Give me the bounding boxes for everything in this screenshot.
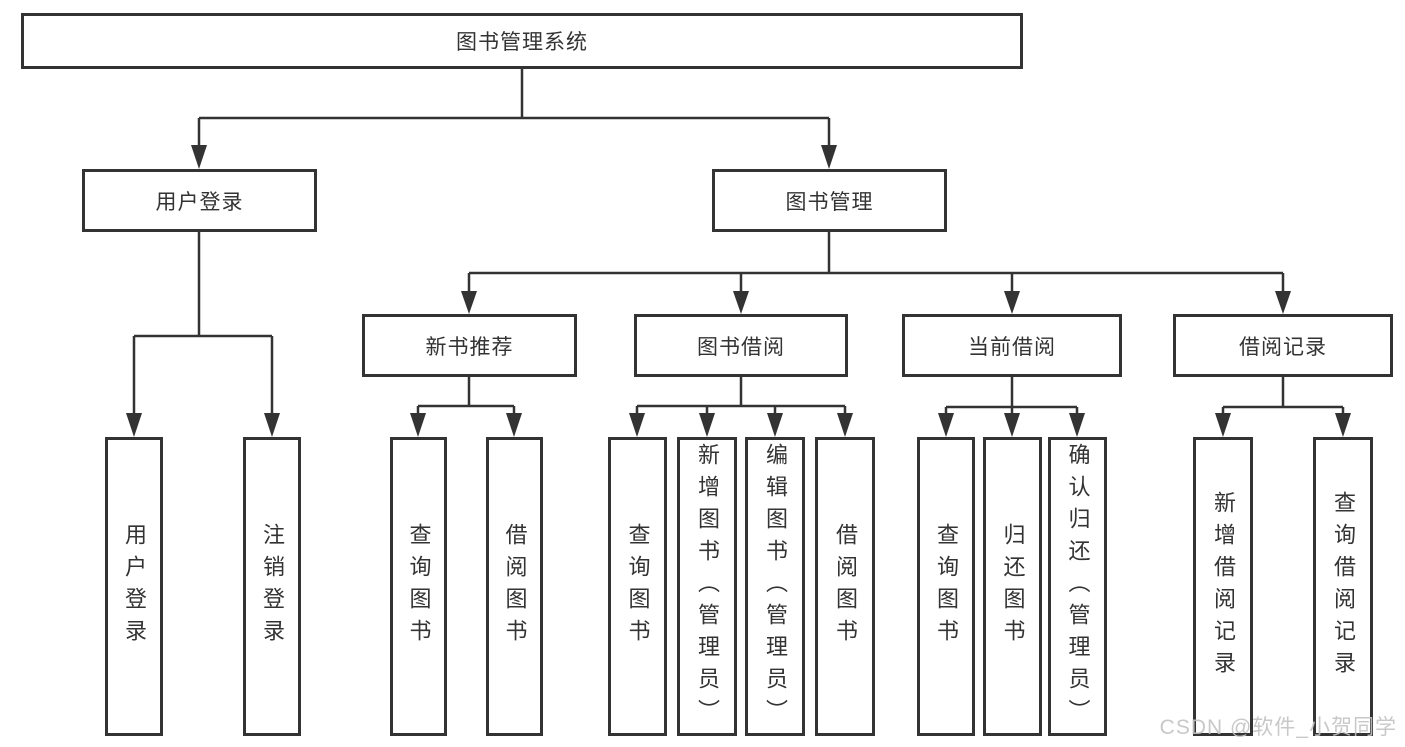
leaf-edit-books-admin: 编辑图书（管理员） [745, 437, 805, 736]
connector-bookmgmt-to-level3 [467, 232, 1285, 291]
arrowhead [264, 413, 280, 437]
leaf-label: 新增图书（管理员） [695, 442, 720, 731]
arrowhead [1004, 413, 1020, 437]
node-label: 用户登录 [155, 190, 244, 214]
connector-currentborrow-group [944, 377, 1079, 414]
leaf-logout: 注销登录 [243, 437, 301, 736]
arrowhead [1275, 291, 1291, 314]
leaf-label: 注销登录 [260, 522, 285, 651]
arrowhead [629, 413, 645, 437]
leaf-label: 借阅图书 [833, 522, 858, 651]
leaf-recommend-query-books: 查询图书 [390, 437, 447, 736]
node-label: 当前借阅 [968, 335, 1056, 359]
connector-root-to-level2 [197, 69, 831, 146]
connector-borrowrecords-group [1221, 377, 1345, 414]
arrowhead [461, 291, 477, 314]
node-label: 图书借阅 [697, 335, 785, 359]
node-new-book-recommendation: 新书推荐 [362, 314, 577, 377]
leaf-label: 编辑图书（管理员） [763, 442, 788, 731]
node-book-management: 图书管理 [712, 169, 947, 232]
arrowhead [191, 145, 207, 169]
node-user-login: 用户登录 [82, 169, 317, 232]
leaf-label: 借阅图书 [502, 522, 528, 651]
leaf-borrow-books: 借阅图书 [815, 437, 875, 736]
node-label: 借阅记录 [1239, 335, 1327, 359]
node-label: 新书推荐 [425, 335, 514, 359]
node-current-borrowing: 当前借阅 [902, 314, 1122, 377]
arrowhead [699, 413, 715, 437]
arrowhead [126, 413, 142, 437]
node-label: 图书管理 [785, 190, 874, 214]
leaf-borrow-query-books: 查询图书 [608, 437, 667, 736]
arrowhead [821, 145, 837, 169]
arrowhead [733, 291, 749, 314]
arrowhead [1004, 291, 1020, 314]
leaf-label: 查询图书 [406, 522, 432, 651]
arrowhead [410, 413, 426, 437]
leaf-label: 查询图书 [625, 522, 651, 651]
node-borrowing-records: 借阅记录 [1173, 314, 1393, 377]
arrowhead [1069, 413, 1085, 437]
arrowhead [837, 413, 853, 437]
arrowhead [506, 413, 522, 437]
leaf-user-login: 用户登录 [105, 437, 163, 736]
leaf-add-borrow-record: 新增借阅记录 [1193, 437, 1253, 736]
leaf-confirm-return-admin: 确认归还（管理员） [1048, 437, 1107, 736]
connector-userlogin-group [132, 232, 274, 414]
leaf-add-books-admin: 新增图书（管理员） [677, 437, 737, 736]
leaf-label: 用户登录 [122, 522, 147, 651]
arrowhead [1335, 413, 1351, 437]
node-label: 图书管理系统 [456, 31, 588, 54]
leaf-label: 归还图书 [1000, 522, 1026, 651]
connector-bookborrow-group [635, 377, 847, 414]
arrowhead [1215, 413, 1231, 437]
leaf-label: 查询借阅记录 [1331, 490, 1356, 683]
leaf-return-books: 归还图书 [983, 437, 1042, 736]
leaf-recommend-borrow-books: 借阅图书 [486, 437, 543, 736]
leaf-label: 确认归还（管理员） [1065, 442, 1091, 731]
node-root-system: 图书管理系统 [21, 13, 1023, 69]
arrowhead [767, 413, 783, 437]
leaf-current-query-books: 查询图书 [917, 437, 975, 736]
node-book-borrowing: 图书借阅 [634, 314, 848, 377]
leaf-label: 新增借阅记录 [1211, 490, 1236, 683]
leaf-query-borrow-record: 查询借阅记录 [1313, 437, 1373, 736]
csdn-watermark: CSDN @软件_小贺同学 [1159, 716, 1397, 739]
arrowhead [938, 413, 954, 437]
connector-newbookrec-group [416, 377, 516, 414]
leaf-label: 查询图书 [934, 522, 959, 651]
